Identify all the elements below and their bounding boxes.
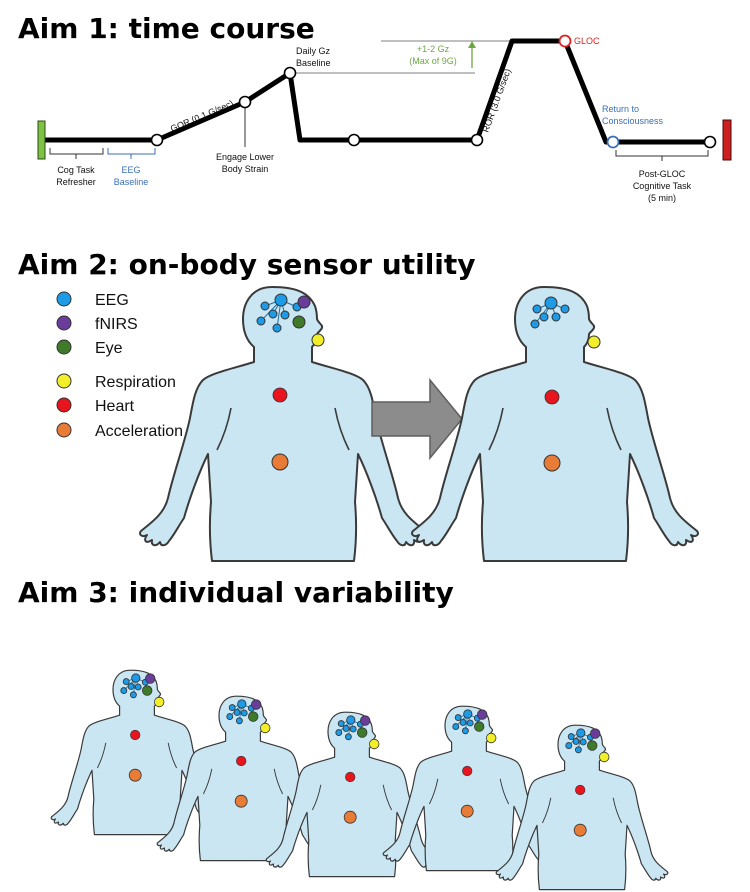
heart-sensor-icon (462, 765, 473, 777)
respiration-sensor-icon (486, 732, 497, 744)
g-profile-line (43, 38, 710, 145)
legend-label-eeg: EEG (95, 292, 129, 309)
heart-sensor-icon (575, 784, 586, 796)
bracket-eeg-baseline (107, 148, 156, 159)
acceleration-sensor-icon (234, 794, 248, 808)
aim3-person-1 (50, 669, 224, 836)
legend-swatch-heart (56, 397, 72, 413)
heart-sensor-icon (272, 387, 288, 403)
aim3-title: Aim 3: individual variability (18, 576, 454, 609)
acceleration-sensor-icon (343, 810, 357, 824)
legend-swatch-eeg (56, 291, 72, 307)
fnirs-sensor-icon (360, 715, 371, 726)
acceleration-sensor-icon (543, 454, 561, 472)
legend-label-fnirs: fNIRS (95, 316, 138, 333)
sensor-legend: EEG fNIRS Eye Respiration Heart Accelera… (56, 291, 183, 440)
legend-swatch-fnirs (56, 315, 72, 331)
aim2-title: Aim 2: on-body sensor utility (18, 248, 476, 281)
acceleration-sensor-icon (460, 804, 474, 818)
respiration-sensor-icon (311, 333, 325, 347)
aim2-figure-reduced-sensors (410, 286, 700, 562)
aim3-person-3 (265, 711, 439, 878)
legend-label-respiration: Respiration (95, 374, 176, 391)
legend-swatch-acceleration (56, 422, 72, 438)
label-gor: GOR (0.1 G/sec) (169, 98, 235, 134)
legend-label-heart: Heart (95, 398, 135, 415)
aim2-figure-full-sensors (138, 286, 428, 562)
eye-sensor-icon (474, 721, 485, 732)
end-bar (722, 119, 732, 161)
fnirs-sensor-icon (251, 699, 262, 710)
legend-label-acceleration: Acceleration (95, 423, 183, 440)
legend-label-eye: Eye (95, 340, 123, 357)
fnirs-sensor-icon (297, 295, 311, 309)
legend-swatch-respiration (56, 373, 72, 389)
start-bar (37, 120, 46, 160)
bracket-cog-task (49, 148, 104, 159)
arrow-right-icon (371, 377, 463, 461)
eye-sensor-icon (292, 315, 306, 329)
acceleration-sensor-icon (271, 453, 289, 471)
fnirs-sensor-icon (145, 673, 156, 684)
respiration-sensor-icon (260, 722, 271, 734)
marker-engage (238, 95, 252, 109)
eeg-network-icon (530, 296, 570, 329)
eeg-network-icon (256, 293, 302, 333)
respiration-sensor-icon (599, 751, 610, 763)
bracket-post-gloc (615, 150, 709, 161)
marker-return (606, 135, 620, 149)
marker-end (703, 135, 717, 149)
respiration-sensor-icon (587, 335, 601, 349)
eeg-network-icon (452, 709, 481, 735)
eye-sensor-icon (357, 727, 368, 738)
label-gloc: GLOC (574, 36, 600, 46)
fnirs-sensor-icon (590, 728, 601, 739)
fnirs-sensor-icon (477, 709, 488, 720)
heart-sensor-icon (236, 755, 247, 767)
eye-sensor-icon (587, 740, 598, 751)
marker-mid (347, 133, 361, 147)
heart-sensor-icon (345, 771, 356, 783)
aim3-person-4 (382, 705, 556, 872)
eye-sensor-icon (248, 711, 259, 722)
acceleration-sensor-icon (128, 768, 142, 782)
marker-daily-baseline (283, 66, 297, 80)
eeg-network-icon (565, 728, 594, 754)
eeg-network-icon (335, 715, 364, 741)
aim1-title: Aim 1: time course (18, 12, 315, 45)
legend-swatch-eye (56, 339, 72, 355)
respiration-sensor-icon (369, 738, 380, 750)
aim3-person-2 (156, 695, 330, 862)
increment-arrow-head (468, 41, 476, 48)
acceleration-sensor-icon (573, 823, 587, 837)
marker-ror-start (470, 133, 484, 147)
eye-sensor-icon (142, 685, 153, 696)
aim3-person-5 (495, 724, 669, 891)
label-plus-gz: +1-2 Gz(Max of 9G) (409, 44, 457, 66)
marker-gor-start (150, 133, 164, 147)
respiration-sensor-icon (154, 696, 165, 708)
heart-sensor-icon (544, 389, 560, 405)
heart-sensor-icon (130, 729, 141, 741)
marker-gloc (558, 34, 572, 48)
